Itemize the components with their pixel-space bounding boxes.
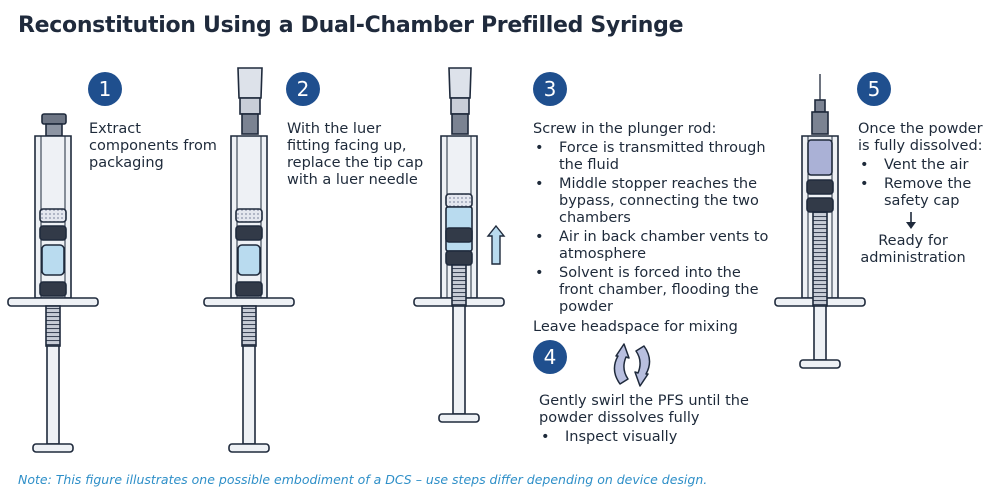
step-3-intro: Screw in the plunger rod:	[533, 121, 717, 137]
step-4-bullets: Inspect visually	[539, 429, 759, 446]
step-3-text: Screw in the plunger rod: Force is trans…	[533, 121, 773, 336]
list-item: Inspect visually	[539, 429, 759, 446]
step-1-text: Extract components from packaging	[89, 121, 219, 172]
footnote: Note: This figure illustrates one possib…	[18, 472, 708, 487]
step-5-bullets: Vent the air Remove the safety cap	[858, 157, 992, 210]
list-item: Solvent is forced into the front chamber…	[533, 265, 773, 316]
syringe-step-2	[203, 67, 295, 453]
step-5-result: Ready for administration	[860, 233, 966, 266]
down-arrow-icon	[906, 212, 916, 229]
step-3-outro: Leave headspace for mixing	[533, 319, 738, 335]
syringe-step-3	[413, 67, 505, 423]
step-2-description: With the luer fitting facing up, replace…	[287, 121, 424, 188]
syringe-step-1	[7, 113, 99, 453]
step-1-description: Extract components from packaging	[89, 121, 217, 171]
step-1-badge: 1	[88, 72, 122, 106]
step-4-text: Gently swirl the PFS until the powder di…	[539, 393, 759, 446]
up-arrow-icon	[486, 224, 506, 265]
step-5-text: Once the powder is fully dissolved: Vent…	[858, 121, 992, 210]
step-4-intro: Gently swirl the PFS until the powder di…	[539, 393, 749, 426]
step-5-intro: Once the powder is fully dissolved:	[858, 121, 983, 154]
swirl-arrows-icon	[613, 343, 651, 387]
step-3-bullets: Force is transmitted through the fluid M…	[533, 140, 773, 316]
list-item: Vent the air	[858, 157, 992, 174]
syringe-step-5	[774, 74, 866, 369]
list-item: Middle stopper reaches the bypass, conne…	[533, 176, 773, 227]
step-4-badge: 4	[533, 340, 567, 374]
list-item: Remove the safety cap	[858, 176, 992, 210]
step-5-badge: 5	[857, 72, 891, 106]
list-item: Air in back chamber vents to atmosphere	[533, 229, 773, 263]
step-2-text: With the luer fitting facing up, replace…	[287, 121, 427, 189]
page-title: Reconstitution Using a Dual-Chamber Pref…	[18, 13, 684, 38]
step-3-badge: 3	[533, 72, 567, 106]
step-2-badge: 2	[286, 72, 320, 106]
list-item: Force is transmitted through the fluid	[533, 140, 773, 174]
